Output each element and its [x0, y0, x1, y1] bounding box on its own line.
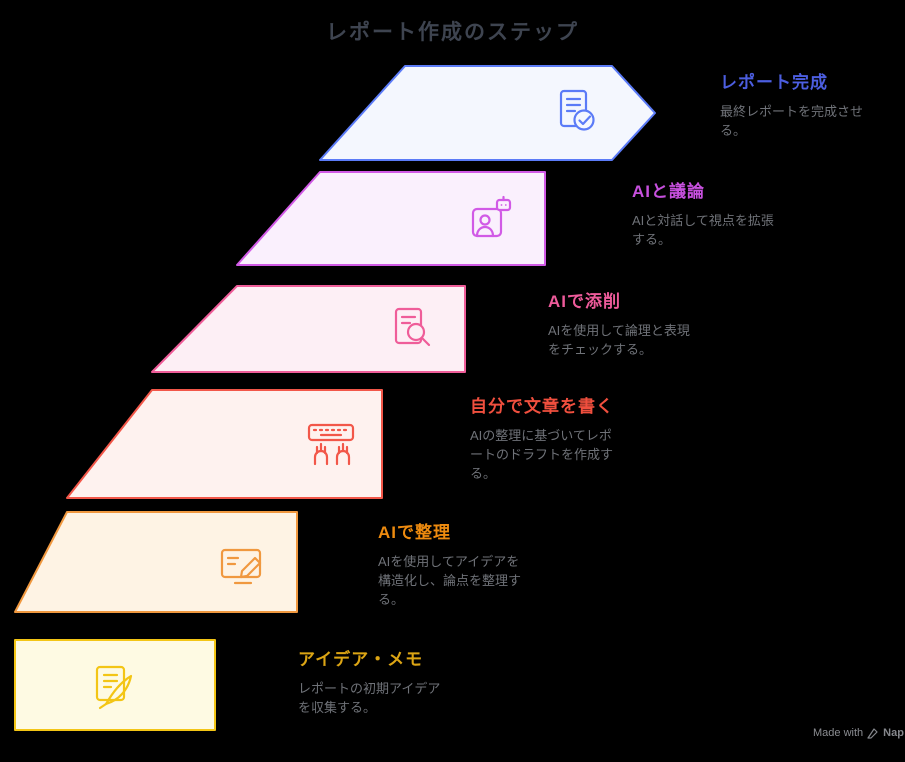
page-title: レポート作成のステップ — [326, 21, 579, 44]
step-description: AIを使用して論理と表現をチェックする。 — [548, 323, 690, 357]
document-search-icon — [394, 307, 431, 347]
pen-nib-icon — [867, 728, 878, 739]
step-label: AIと議論 — [632, 182, 705, 201]
step-description: AIと対話して視点を拡張する。 — [632, 213, 774, 247]
step-label: 自分で文章を書く — [470, 397, 614, 416]
step-block-write-yourself: 自分で文章を書く AIの整理に基づいてレポートのドラフトを作成する。 — [470, 392, 645, 484]
step-shape-report-complete — [319, 65, 656, 161]
step-label: AIで添削 — [548, 292, 621, 311]
step-shape-write-yourself — [66, 389, 383, 499]
step-shape-ai-organize — [14, 511, 298, 613]
monitor-pencil-icon — [220, 548, 262, 585]
watermark-brand: Nap — [883, 727, 904, 739]
step-block-ai-discuss: AIと議論 AIと対話して視点を拡張する。 — [632, 177, 807, 250]
keyboard-hands-icon — [307, 423, 355, 466]
step-description: AIを使用してアイデアを構造化し、論点を整理する。 — [378, 554, 522, 607]
step-shape-ai-discuss — [236, 171, 546, 266]
watermark-prefix: Made with — [813, 727, 864, 739]
step-shape-idea-memo — [14, 639, 216, 731]
step-label: レポート完成 — [720, 73, 828, 92]
step-description: 最終レポートを完成させる。 — [720, 104, 864, 138]
step-label: アイデア・メモ — [298, 650, 424, 669]
step-block-idea-memo: アイデア・メモ レポートの初期アイデアを収集する。 — [298, 645, 473, 718]
step-description: レポートの初期アイデアを収集する。 — [298, 681, 441, 715]
step-shape-ai-proofread — [151, 285, 466, 373]
step-description: AIの整理に基づいてレポートのドラフトを作成する。 — [470, 428, 614, 481]
step-block-ai-proofread: AIで添削 AIを使用して論理と表現をチェックする。 — [548, 287, 723, 360]
step-block-report-complete: レポート完成 最終レポートを完成させる。 — [720, 68, 895, 141]
watermark: Made with Nap — [813, 727, 904, 739]
step-label: AIで整理 — [378, 523, 451, 542]
step-block-ai-organize: AIで整理 AIを使用してアイデアを構造化し、論点を整理する。 — [378, 518, 553, 610]
document-check-icon — [559, 89, 595, 131]
person-robot-icon — [471, 195, 512, 238]
memo-quill-icon — [95, 665, 133, 710]
